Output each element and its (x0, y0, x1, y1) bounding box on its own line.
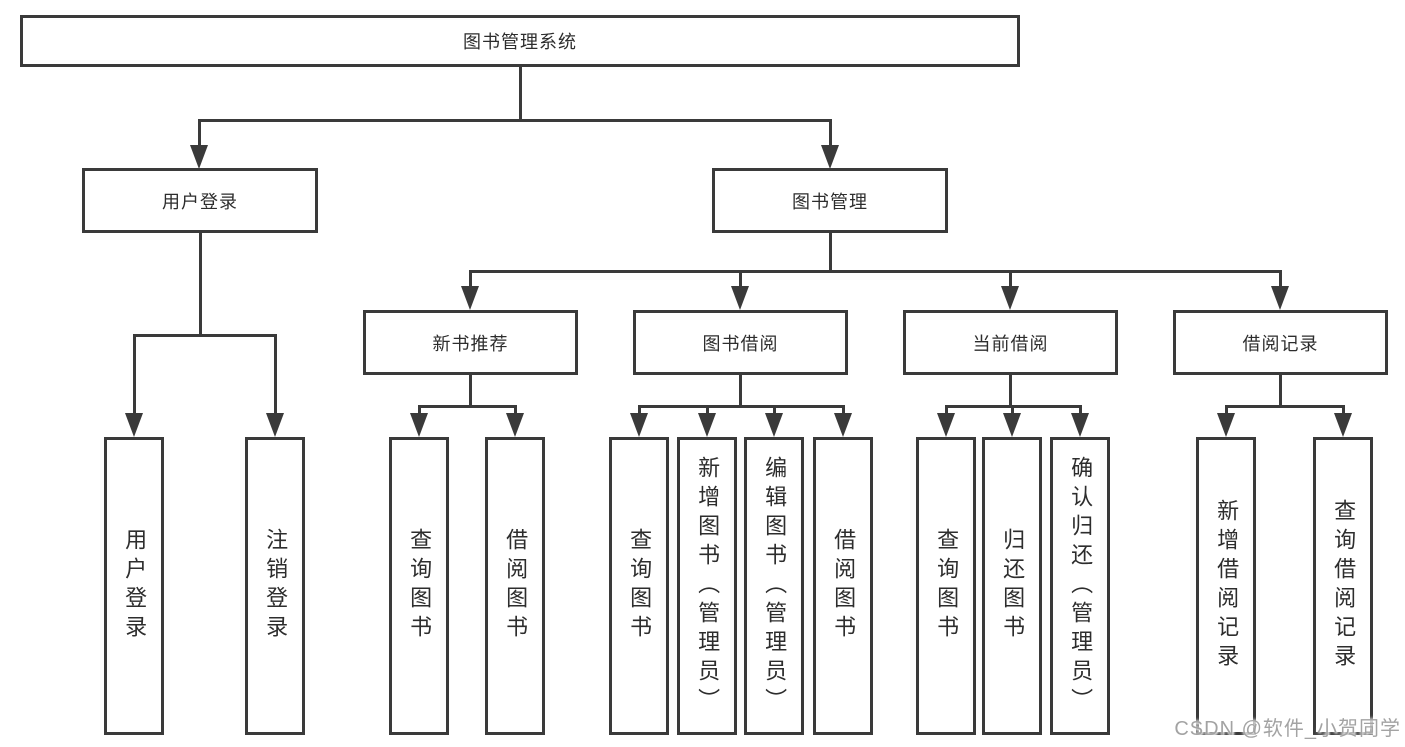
leaf-add-book-admin: 新增图书（管理员） (677, 437, 737, 735)
node-label: 确认归还（管理员） (1068, 455, 1094, 717)
leaf-query-borrow-record: 查询借阅记录 (1313, 437, 1373, 735)
connector-line (1009, 270, 1012, 292)
node-label: 图书借阅 (702, 333, 779, 354)
arrow-down-icon (190, 145, 208, 169)
arrow-down-icon (461, 286, 479, 310)
node-label: 用户登录 (162, 191, 238, 212)
connector-line (133, 334, 136, 418)
node-library-system: 图书管理系统 (20, 15, 1020, 67)
node-label: 借阅图书 (831, 528, 857, 644)
connector-line (829, 233, 832, 273)
connector-line (274, 334, 277, 418)
connector-line (1011, 405, 1014, 417)
leaf-logout: 注销登录 (245, 437, 305, 735)
arrow-down-icon (1334, 413, 1352, 437)
node-label: 编辑图书（管理员） (762, 455, 788, 717)
arrow-down-icon (410, 413, 428, 437)
node-label: 注销登录 (263, 528, 289, 644)
arrow-down-icon (731, 286, 749, 310)
arrow-down-icon (1217, 413, 1235, 437)
connector-line (199, 233, 202, 337)
node-label: 图书管理系统 (463, 32, 577, 52)
node-book-management: 图书管理 (712, 168, 948, 233)
leaf-edit-book-admin: 编辑图书（管理员） (744, 437, 804, 735)
connector-line (514, 405, 517, 417)
connector-line (1279, 270, 1282, 292)
node-user-login: 用户登录 (82, 168, 318, 233)
arrow-down-icon (821, 145, 839, 169)
connector-line (1009, 375, 1012, 408)
csdn-watermark: CSDN @软件_小贺同学 (1174, 718, 1401, 740)
connector-line (638, 405, 641, 417)
node-current-borrowing: 当前借阅 (903, 310, 1118, 375)
connector-line (469, 270, 1282, 273)
connector-line (418, 405, 517, 408)
node-label: 查询借阅记录 (1331, 499, 1357, 673)
arrow-down-icon (698, 413, 716, 437)
node-label: 归还图书 (1000, 528, 1026, 644)
node-label: 借阅图书 (503, 528, 529, 644)
connector-line (133, 334, 277, 337)
connector-line (842, 405, 845, 417)
node-label: 新增借阅记录 (1214, 499, 1240, 673)
leaf-borrow-books: 借阅图书 (813, 437, 873, 735)
arrow-down-icon (506, 413, 524, 437)
node-label: 新增图书（管理员） (695, 455, 721, 717)
connector-line (469, 270, 472, 292)
node-book-borrowing: 图书借阅 (633, 310, 848, 375)
leaf-return-books: 归还图书 (982, 437, 1042, 735)
connector-line (1279, 375, 1282, 408)
connector-line (198, 119, 832, 122)
arrow-down-icon (125, 413, 143, 437)
node-label: 查询图书 (934, 528, 960, 644)
node-borrowing-records: 借阅记录 (1173, 310, 1388, 375)
node-label: 查询图书 (407, 528, 433, 644)
arrow-down-icon (937, 413, 955, 437)
leaf-query-books-recommend: 查询图书 (389, 437, 449, 735)
leaf-query-books-current: 查询图书 (916, 437, 976, 735)
connector-line (638, 405, 845, 408)
arrow-down-icon (1003, 413, 1021, 437)
connector-line (829, 119, 832, 151)
connector-line (773, 405, 776, 417)
connector-line (418, 405, 421, 417)
node-label: 当前借阅 (972, 333, 1049, 354)
arrow-down-icon (266, 413, 284, 437)
arrow-down-icon (765, 413, 783, 437)
connector-line (1225, 405, 1345, 408)
connector-line (198, 119, 201, 151)
connector-line (1342, 405, 1345, 417)
node-label: 查询图书 (627, 528, 653, 644)
connector-line (739, 270, 742, 292)
leaf-query-books-borrowing: 查询图书 (609, 437, 669, 735)
arrow-down-icon (1001, 286, 1019, 310)
arrow-down-icon (630, 413, 648, 437)
leaf-borrow-books-recommend: 借阅图书 (485, 437, 545, 735)
leaf-add-borrow-record: 新增借阅记录 (1196, 437, 1256, 735)
connector-line (706, 405, 709, 417)
connector-line (469, 375, 472, 408)
connector-line (945, 405, 948, 417)
connector-line (1079, 405, 1082, 417)
arrow-down-icon (834, 413, 852, 437)
node-label: 用户登录 (122, 528, 148, 644)
node-label: 图书管理 (792, 191, 868, 212)
node-new-book-recommendation: 新书推荐 (363, 310, 578, 375)
leaf-confirm-return-admin: 确认归还（管理员） (1050, 437, 1110, 735)
arrow-down-icon (1071, 413, 1089, 437)
leaf-user-login: 用户登录 (104, 437, 164, 735)
arrow-down-icon (1271, 286, 1289, 310)
connector-line (739, 375, 742, 408)
node-label: 借阅记录 (1242, 333, 1319, 354)
connector-line (519, 67, 522, 121)
connector-line (1225, 405, 1228, 417)
node-label: 新书推荐 (432, 333, 509, 354)
